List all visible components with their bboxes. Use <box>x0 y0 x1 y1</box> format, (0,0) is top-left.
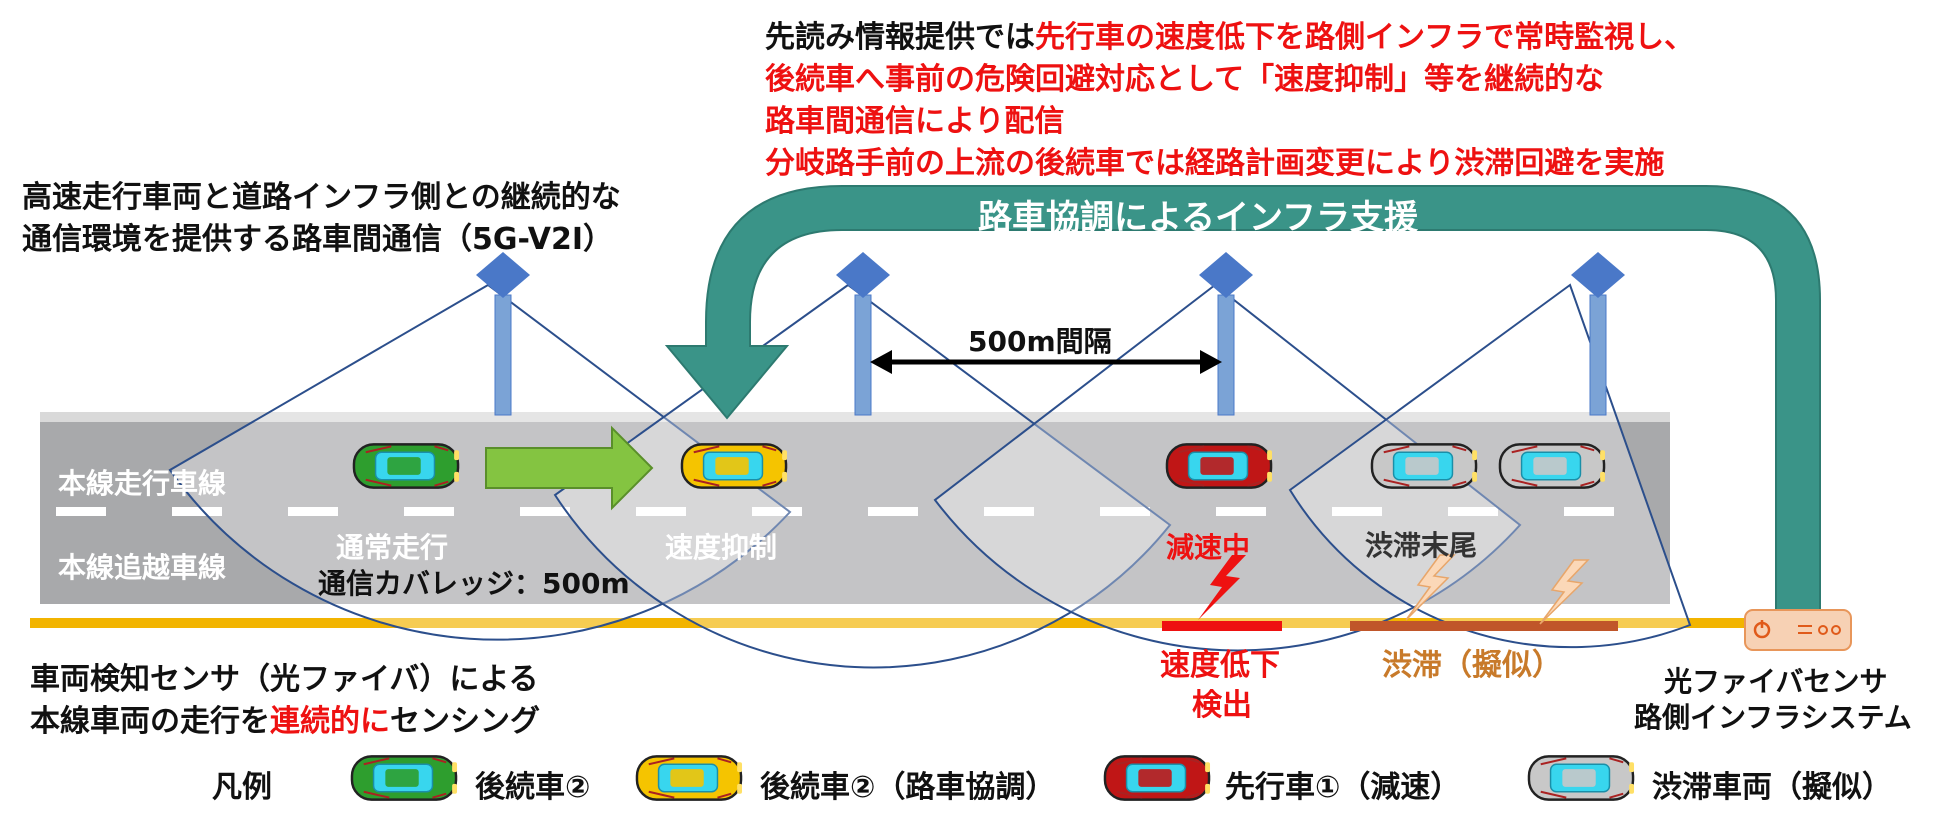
jam-sim-label: 渋滞（擬似） <box>1382 648 1562 683</box>
antenna-4 <box>1571 252 1625 416</box>
jam-marker <box>1350 621 1618 631</box>
infra-support-label: 路車協調によるインフラ支援 <box>978 198 1418 238</box>
legend-item-label: 後続車② <box>475 770 591 805</box>
lightning-orange-icon <box>1539 559 1590 625</box>
legend-item-label: 先行車①（減速） <box>1225 770 1461 805</box>
legend-title: 凡例 <box>212 770 272 805</box>
header-line-1-red: 先行車の速度低下を路側インフラで常時監視し、 <box>1035 20 1695 55</box>
header-line-3: 路車間通信により配信 <box>765 104 1065 139</box>
v2i-desc-line-1: 高速走行車両と道路インフラ側との継続的な <box>22 180 621 215</box>
sensor-desc-suffix: センシング <box>390 704 540 739</box>
sensor-desc-prefix: 本線車両の走行を <box>30 704 270 739</box>
jam-tail-label: 渋滞末尾 <box>1365 529 1478 562</box>
antenna-1 <box>476 252 530 416</box>
speed-suppress-label: 速度抑制 <box>665 531 778 564</box>
lightning-red-icon <box>1198 555 1246 620</box>
header-line-2: 後続車へ事前の危険回避対応として「速度抑制」等を継続的な <box>765 62 1605 97</box>
antenna-icon <box>1571 252 1625 298</box>
v2i-desc-line-2: 通信環境を提供する路車間通信（5G-V2I） <box>22 222 614 257</box>
sensor-desc-red: 連続的に <box>270 704 390 739</box>
lightning-orange-icon <box>1405 554 1456 621</box>
speed-drop-label: 速度低下 <box>1160 648 1280 683</box>
infra-label-line-1: 光ファイバセンサ <box>1664 665 1888 698</box>
lane-dash <box>404 507 454 516</box>
coverage-label: 通信カバレッジ：500m <box>318 567 630 600</box>
normal-driving-label: 通常走行 <box>336 531 449 564</box>
fiber-optic-cable <box>30 618 1750 628</box>
lane-dash <box>636 507 686 516</box>
lane-dash <box>1216 507 1266 516</box>
header-line-1: 先読み情報提供では先行車の速度低下を路側インフラで常時監視し、 <box>765 12 1694 56</box>
legend-item-label: 渋滞車両（擬似） <box>1652 770 1892 805</box>
infra-support-arrow <box>664 185 1821 611</box>
speed-drop-marker <box>1162 621 1282 631</box>
antenna-2 <box>836 252 890 416</box>
sensor-desc-line-2: 本線車両の走行を連続的にセンシング <box>30 696 540 740</box>
lane-divider-dashes <box>56 507 1614 516</box>
main-lane-label: 本線走行車線 <box>58 467 227 500</box>
coverage-beam-2 <box>553 283 1172 669</box>
antennas <box>476 252 1625 416</box>
antenna-icon <box>476 252 530 298</box>
lane-dash <box>868 507 918 516</box>
decelerating-label: 減速中 <box>1166 531 1251 564</box>
passing-lane-label: 本線追越車線 <box>58 551 227 584</box>
road-shoulder-line <box>40 604 1670 612</box>
lane-dash <box>1564 507 1614 516</box>
header-line-1-prefix: 先読み情報提供では <box>765 20 1035 55</box>
lane-dash <box>56 507 106 516</box>
spacing-arrow <box>870 350 1222 374</box>
coverage-beam-1 <box>168 283 792 641</box>
antenna-3 <box>1199 252 1253 416</box>
header-line-4: 分岐路手前の上流の後続車では経路計画変更により渋滞回避を実施 <box>765 146 1665 181</box>
lane-dash <box>1448 507 1498 516</box>
road-top-edge <box>40 412 1670 422</box>
infra-label-line-2: 路側インフラシステム <box>1634 701 1912 734</box>
antenna-icon <box>836 252 890 298</box>
antenna-icon <box>1199 252 1253 298</box>
legend-item-label: 後続車②（路車協調） <box>760 770 1056 805</box>
fiber-sensor-unit <box>1744 609 1852 651</box>
lane-dash <box>752 507 802 516</box>
lane-dash <box>1100 507 1150 516</box>
lane-dash <box>288 507 338 516</box>
lane-dash <box>984 507 1034 516</box>
sensor-desc-line-1: 車両検知センサ（光ファイバ）による <box>30 662 539 697</box>
progress-arrow <box>485 425 654 511</box>
detected-label: 検出 <box>1192 688 1252 723</box>
lane-dash <box>172 507 222 516</box>
spacing-label: 500m間隔 <box>968 325 1112 358</box>
lane-dash <box>1332 507 1382 516</box>
lane-dash <box>520 507 570 516</box>
